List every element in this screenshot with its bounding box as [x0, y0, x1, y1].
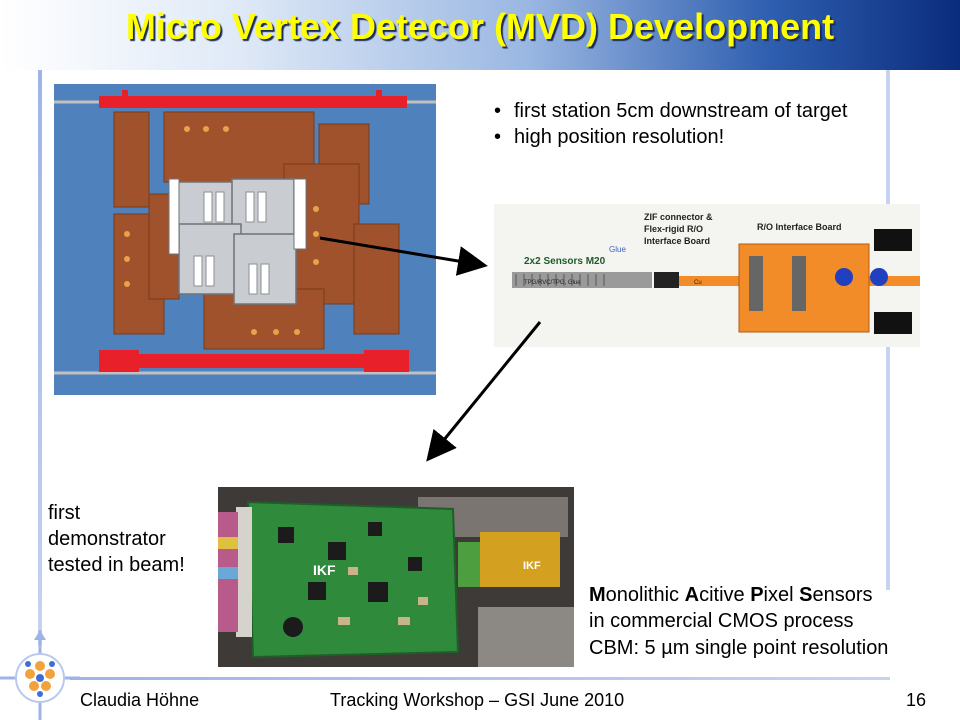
demonstrator-board-photo: IKF IKF — [218, 487, 574, 667]
bullet-item: high position resolution! — [494, 124, 874, 151]
ikf-chip-label: IKF — [523, 560, 541, 572]
maps-line-3: CBM: 5 µm single point resolution — [589, 636, 889, 659]
demo-line: demonstrator — [48, 528, 166, 550]
bullet-item: first station 5cm downstream of target — [494, 98, 874, 125]
maps-line-2: in commercial CMOS process — [589, 610, 854, 633]
footer-divider — [70, 677, 890, 680]
ikf-board-label: IKF — [313, 562, 336, 578]
footer-page-number: 16 — [906, 690, 927, 710]
footer-author: Claudia Höhne — [80, 690, 200, 710]
demo-line: tested in beam! — [48, 554, 185, 576]
cbm-logo — [0, 630, 80, 720]
ro-board-label: R/O Interface Board — [757, 222, 842, 232]
slide-title: Micro Vertex Detecor (MVD) Development — [125, 6, 835, 47]
layers-label: TPG/RVC/TPG, Glue — [524, 280, 581, 286]
glue-label: Glue — [609, 245, 626, 254]
demo-line: first — [48, 502, 81, 524]
sensor-module-schematic: 2x2 Sensors M20 Glue ZIF connector & Fle… — [494, 204, 920, 347]
footer-event: Tracking Workshop – GSI June 2010 — [330, 690, 625, 710]
title-bar — [0, 0, 960, 70]
demonstrator-caption: first demonstrator tested in beam! — [48, 500, 185, 578]
interface-label: Interface Board — [644, 236, 710, 246]
bullet-list: first station 5cm downstream of target h… — [494, 98, 874, 151]
left-divider — [38, 70, 42, 645]
sensors-label: 2x2 Sensors M20 — [524, 256, 606, 267]
detector-station-drawing — [54, 84, 436, 395]
flex-label: Flex-rigid R/O — [644, 224, 703, 234]
maps-line-1: Monolithic Acitive Pixel Sensors — [589, 584, 873, 606]
maps-caption: Monolithic Acitive Pixel Sensors in comm… — [589, 582, 888, 661]
cu-label: Cu — [694, 280, 702, 286]
zif-label: ZIF connector & — [644, 212, 713, 222]
